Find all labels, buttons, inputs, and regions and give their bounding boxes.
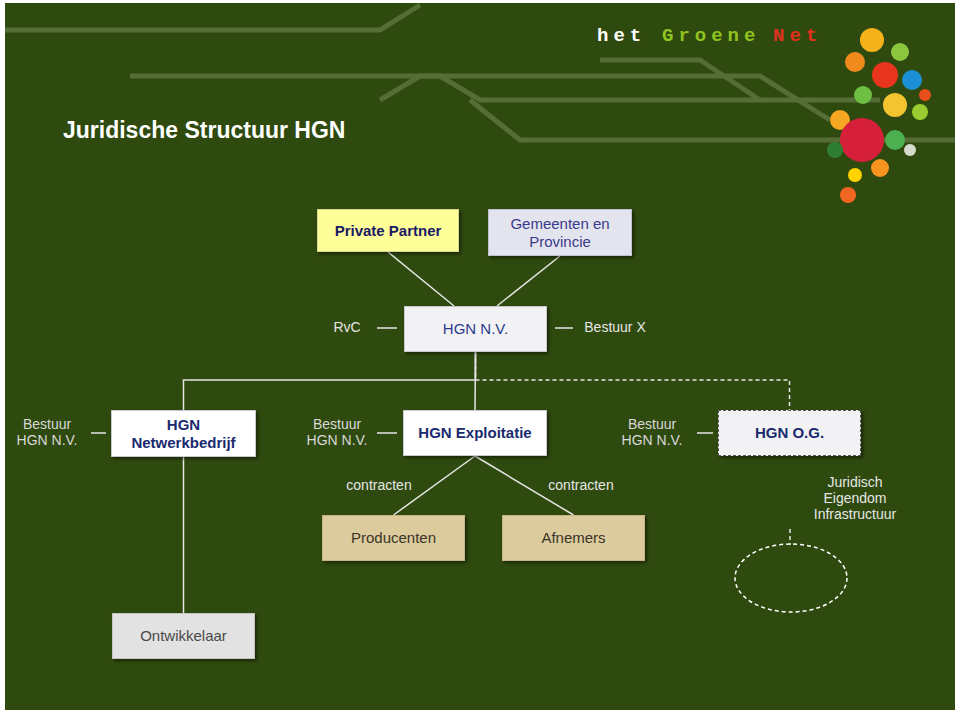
box-text: Producenten (351, 529, 436, 546)
logo-word: Groene (662, 26, 760, 48)
box-text: HGN O.G. (755, 424, 824, 441)
connector-line (497, 256, 560, 306)
connector-line (184, 352, 476, 410)
network-box: HGN Netwerkbedrijf (111, 410, 256, 457)
government-box: Gemeenten en Provincie (488, 209, 632, 256)
operation-box: HGN Exploitatie (403, 410, 547, 456)
ownership-box: HGN O.G. (718, 410, 861, 456)
producer-box: Producenten (322, 515, 465, 561)
connector-line (474, 352, 476, 410)
dashed-ellipse (735, 544, 847, 612)
slide-title: Juridische Structuur HGN (63, 117, 345, 144)
edge-label: contracten (548, 477, 613, 493)
dashed-leader (789, 529, 791, 545)
box-text: Gemeenten en Provincie (495, 215, 625, 250)
partner-box: Private Partner (317, 209, 459, 252)
logo-word: Net (773, 26, 822, 48)
logo-word: het (597, 26, 646, 48)
box-text: HGN N.V. (443, 320, 508, 337)
logo-dots (827, 28, 931, 203)
holding-box: HGN N.V. (404, 306, 547, 352)
box-text: Ontwikkelaar (140, 627, 227, 644)
connector-line (388, 252, 454, 306)
board-label: Bestuur X (584, 319, 645, 335)
board-label: Bestuur HGN N.V. (612, 416, 692, 448)
box-text: HGN Netwerkbedrijf (118, 416, 249, 451)
box-text: Afnemers (541, 529, 605, 546)
ownership-note: Juridisch Eigendom Infrastructuur (805, 474, 905, 522)
box-text: Private Partner (335, 222, 442, 239)
connector-line (183, 457, 185, 613)
board-label: RvC (333, 319, 360, 335)
edge-label: contracten (346, 477, 411, 493)
board-label: Bestuur HGN N.V. (297, 416, 377, 448)
developer-box: Ontwikkelaar (112, 613, 255, 659)
connector-line (476, 352, 790, 410)
customer-box: Afnemers (502, 515, 645, 561)
box-text: HGN Exploitatie (418, 424, 531, 441)
board-label: Bestuur HGN N.V. (7, 416, 87, 448)
